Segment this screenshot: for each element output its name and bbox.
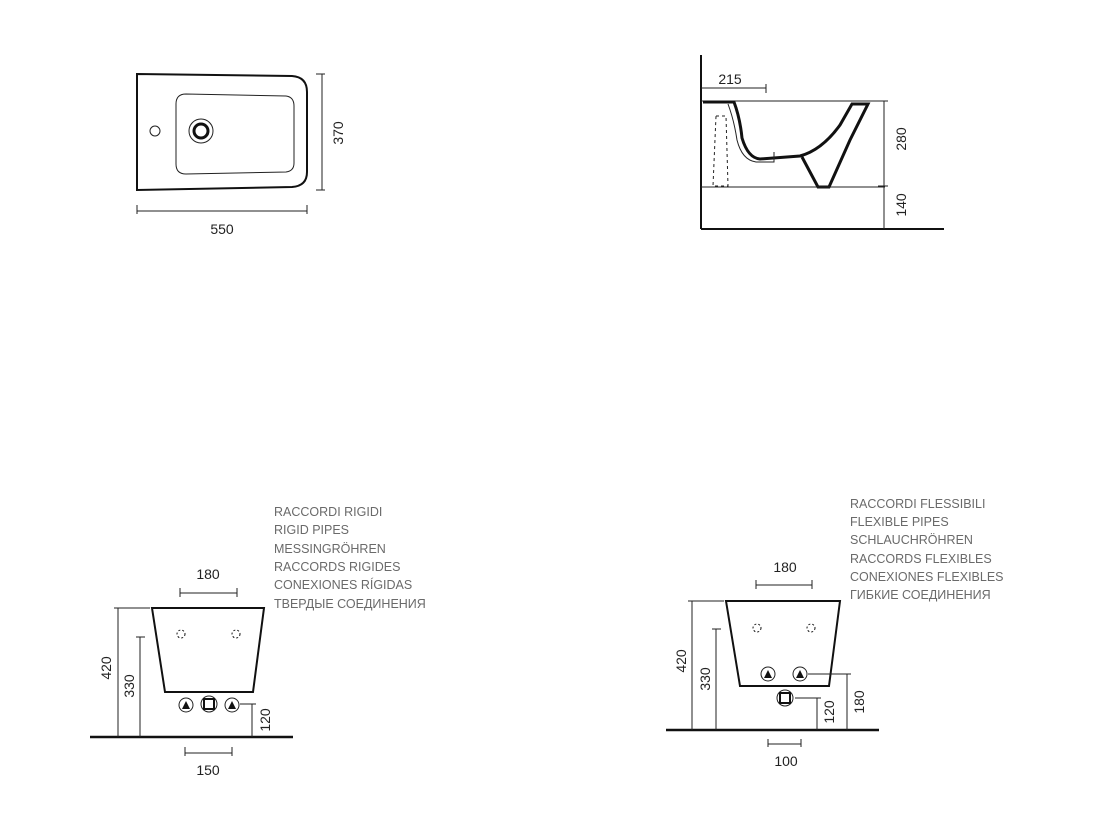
- rigid-connection-height-label: 120: [257, 708, 273, 732]
- rigid-label-3: MESSINGRÖHREN: [274, 542, 386, 556]
- rigid-inlet-right-arrow: [228, 701, 236, 709]
- rigid-label-6: ТВЕРДЫЕ СОЕДИНЕНИЯ: [274, 597, 426, 611]
- flexible-fixing-hole-left-icon: [752, 623, 762, 633]
- rigid-label-4: RACCORDS RIGIDES: [274, 560, 400, 574]
- top-view: 550 370: [136, 72, 346, 237]
- flexible-label-2: FLEXIBLE PIPES: [850, 515, 949, 529]
- top-view-bowl: [175, 93, 295, 175]
- rigid-top-dim-label: 180: [196, 566, 220, 582]
- offset-dim-label: 215: [718, 71, 742, 87]
- flexible-fixing-hole-right-icon: [806, 623, 816, 633]
- flexible-total-height-label: 420: [673, 649, 689, 673]
- flexible-label-6: ГИБКИЕ СОЕДИНЕНИЯ: [850, 588, 991, 602]
- rigid-label-2: RIGID PIPES: [274, 523, 349, 537]
- rigid-label-1: RACCORDI RIGIDI: [274, 505, 382, 519]
- rigid-water-inlet-left-icon: [178, 697, 194, 713]
- flexible-bowl-height-label: 330: [697, 667, 713, 691]
- rigid-water-inlet-right-icon: [224, 697, 240, 713]
- rigid-bowl-front: [150, 607, 266, 693]
- rigid-label-5: CONEXIONES RÍGIDAS: [274, 577, 412, 592]
- rigid-inlet-left-arrow: [182, 701, 190, 709]
- depth-dim-label: 370: [330, 121, 346, 145]
- flexible-inlet-left-arrow: [764, 670, 772, 678]
- rigid-pipes-view: RACCORDI RIGIDI RIGID PIPES MESSINGRÖHRE…: [90, 505, 426, 778]
- rigid-fixing-hole-right-icon: [231, 629, 241, 639]
- top-view-outline: [136, 72, 308, 192]
- floor-dim-label: 140: [893, 193, 909, 217]
- flexible-pipes-view: RACCORDI FLESSIBILI FLEXIBLE PIPES SCHLA…: [666, 497, 1004, 769]
- bowl-profile: [703, 100, 871, 189]
- rigid-bowl-height-label: 330: [121, 674, 137, 698]
- flexible-inlet-right-arrow: [796, 670, 804, 678]
- tap-hole-icon: [149, 125, 161, 137]
- height-dim-label: 280: [893, 127, 909, 151]
- flexible-bottom-dim-label: 100: [774, 753, 798, 769]
- rigid-total-height-label: 420: [98, 656, 114, 680]
- flexible-bowl-front: [724, 600, 842, 687]
- flexible-water-inlet-left-icon: [760, 666, 776, 682]
- rigid-fixing-hole-left-icon: [176, 629, 186, 639]
- hidden-support: [712, 115, 729, 187]
- flexible-connection-height-label: 120: [821, 700, 837, 724]
- flexible-water-inlet-right-icon: [792, 666, 808, 682]
- flexible-top-dim-label: 180: [773, 559, 797, 575]
- flexible-drain-outlet-icon: [776, 689, 794, 707]
- flexible-label-3: SCHLAUCHRÖHREN: [850, 533, 973, 547]
- rigid-drain-square: [203, 698, 215, 710]
- rigid-drain-outlet-icon: [200, 695, 218, 713]
- bowl-inner-profile: [727, 103, 775, 163]
- rigid-bottom-dim-label: 150: [196, 762, 220, 778]
- flexible-label-5: CONEXIONES FLEXIBLES: [850, 570, 1004, 584]
- flexible-label-4: RACCORDS FLEXIBLES: [850, 552, 992, 566]
- width-dim-label: 550: [210, 221, 234, 237]
- flexible-right-height-label: 180: [851, 690, 867, 714]
- flexible-drain-square: [779, 692, 791, 704]
- drain-inner-icon: [192, 122, 210, 140]
- drain-outer-icon: [188, 118, 214, 144]
- flexible-label-1: RACCORDI FLESSIBILI: [850, 497, 985, 511]
- side-view: 215 280 140: [700, 55, 944, 230]
